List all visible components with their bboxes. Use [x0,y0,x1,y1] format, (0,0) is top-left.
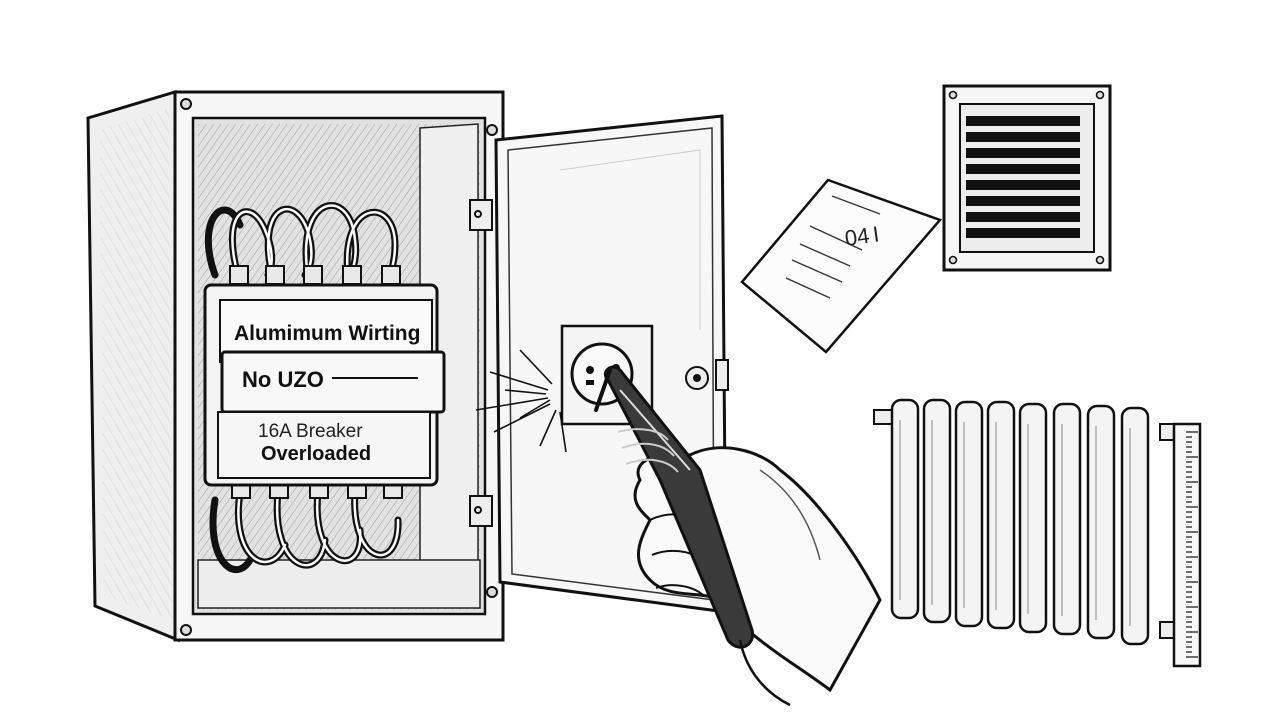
spark-icon [475,349,567,453]
radiator-icon [873,398,1201,646]
ruler-icon [1172,422,1202,668]
paper-note-icon: 04 I [740,178,943,354]
label-breaker: 16A Breaker [258,421,363,442]
note-text: 04 [843,223,871,251]
breaker-module: Alumimum Wirting No UZO 16A Breaker Over… [203,283,446,487]
note-text-suffix: I [871,221,881,247]
label-overloaded: Overloaded [261,443,371,465]
label-aluminum-wiring: Alumimum Wirting [234,322,420,345]
air-vent-icon [942,84,1112,272]
electrical-panel-icon: Alumimum Wirting No UZO 16A Breaker Over… [86,89,505,643]
voltage-tester-icon [594,365,791,707]
label-no-uzo: No UZO [242,367,324,392]
